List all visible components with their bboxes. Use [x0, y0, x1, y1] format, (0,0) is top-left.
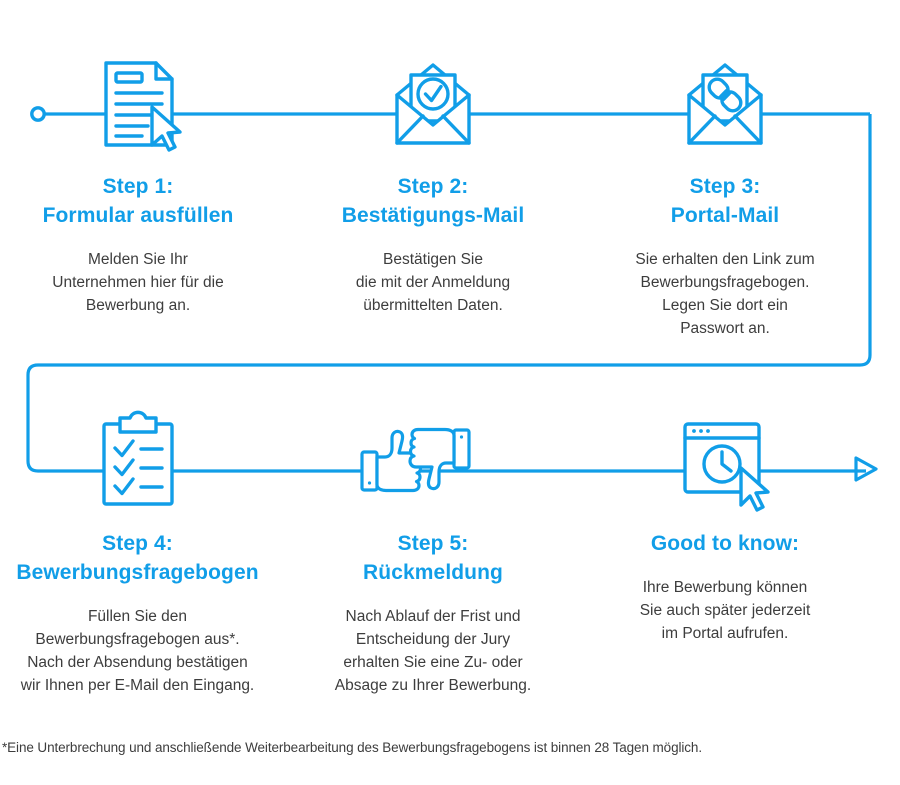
step1-icon-box [8, 38, 268, 168]
step3-icon-box [590, 38, 860, 168]
step5-title: Step 5: Rückmeldung [363, 532, 503, 584]
step5-icon-box [308, 395, 558, 525]
step2-description: Bestätigen Sie die mit der Anmeldung übe… [355, 251, 511, 314]
step4-icon-box [0, 395, 275, 525]
step5-description: Nach Ablauf der Frist und Entscheidung d… [334, 608, 532, 694]
envelope-link-icon [687, 63, 763, 145]
step3-description: Sie erhalten den Link zum Bewerbungsfrag… [635, 251, 815, 337]
step-card-good-to-know: Good to know: Ihre Bewerbung können Sie … [590, 395, 860, 645]
good-to-know-icon-box [590, 395, 860, 525]
clipboard-checklist-icon [101, 410, 174, 506]
step4-title: Step 4: Bewerbungsfragebogen [16, 532, 259, 584]
footnote-text: *Eine Unterbrechung und anschließende We… [2, 740, 702, 755]
step1-description: Melden Sie Ihr Unternehmen hier für die … [52, 251, 224, 314]
step-card-step3: Step 3: Portal-Mail Sie erhalten den Lin… [590, 38, 860, 340]
step3-title: Step 3: Portal-Mail [670, 175, 780, 227]
step-card-step4: Step 4: Bewerbungsfragebogen Füllen Sie … [0, 395, 275, 697]
good-to-know-description: Ihre Bewerbung können Sie auch später je… [639, 579, 811, 642]
step4-description: Füllen Sie den Bewerbungsfragebogen aus*… [20, 608, 255, 694]
step1-title: Step 1: Formular ausfüllen [42, 175, 234, 227]
step-card-step5: Step 5: Rückmeldung Nach Ablauf der Fris… [308, 395, 558, 697]
document-cursor-icon [104, 61, 182, 152]
step-card-step1: Step 1: Formular ausfüllen Melden Sie Ih… [8, 38, 268, 317]
browser-clock-cursor-icon [683, 422, 770, 512]
good-to-know-title: Good to know: [650, 532, 800, 555]
thumbs-down-icon [408, 427, 471, 491]
envelope-check-icon [395, 63, 471, 145]
thumbs-up-down-icon [360, 427, 471, 493]
step2-icon-box [308, 38, 558, 168]
step2-title: Step 2: Bestätigungs-Mail [341, 175, 525, 227]
step-card-step2: Step 2: Bestätigungs-Mail Bestätigen Sie… [308, 38, 558, 317]
